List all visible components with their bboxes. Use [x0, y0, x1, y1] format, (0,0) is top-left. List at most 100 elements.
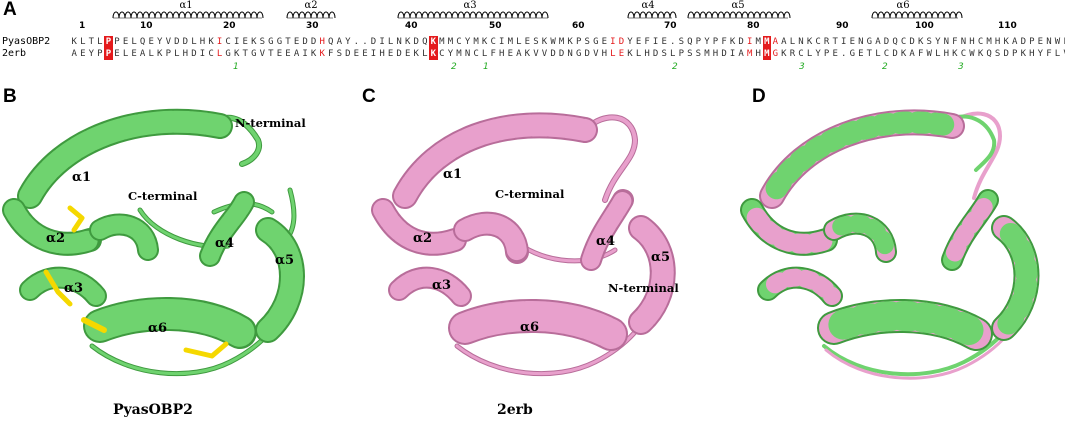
panel-a-label: A: [3, 0, 17, 20]
residue: M: [447, 37, 454, 47]
residue: K: [319, 49, 325, 59]
helix-label-b-a1: α1: [72, 170, 92, 185]
residue: N: [1046, 37, 1052, 47]
residue: I: [379, 37, 385, 47]
residue: F: [721, 37, 727, 47]
residue: E: [148, 37, 154, 47]
panel-c-label: C: [362, 86, 376, 107]
residue: P: [1029, 37, 1035, 47]
disulfide-mark: 2: [882, 62, 888, 72]
residue: E: [353, 49, 360, 59]
residue: A: [516, 49, 522, 59]
residue: H: [319, 37, 325, 47]
residue: H: [182, 49, 189, 59]
c-terminal-label-b: C-terminal: [128, 189, 198, 203]
pos-number: 40: [405, 21, 418, 31]
residue: P: [165, 49, 171, 59]
residue: .: [362, 37, 368, 47]
pos-number: 60: [572, 21, 585, 31]
residue: N: [960, 37, 967, 47]
residue: E: [1037, 37, 1044, 47]
residue: Q: [892, 37, 898, 47]
residue: H: [1029, 49, 1035, 59]
residue: D: [345, 49, 351, 59]
pos-number: 10: [140, 21, 153, 31]
residue: E: [635, 37, 642, 47]
residue: D: [558, 49, 565, 59]
n-terminal-label-c: N-terminal: [608, 281, 679, 295]
residue: K: [729, 37, 736, 47]
sequence-alignment: α1 α2 α3 α4 α5 α6 1 10 20 30 40 50 60 70…: [0, 0, 1065, 80]
residue: W: [969, 49, 975, 59]
residue: M: [762, 48, 772, 60]
residue: I: [652, 37, 659, 47]
helix-coil: [627, 11, 677, 19]
residue: D: [584, 49, 590, 59]
residue: K: [481, 37, 488, 47]
residue: T: [88, 37, 95, 47]
residue: C: [490, 37, 496, 47]
residue: P: [1012, 49, 1018, 59]
residue: L: [80, 37, 86, 47]
residue: P: [104, 48, 113, 60]
residue: F: [917, 49, 924, 59]
residue: L: [806, 49, 813, 59]
residue: E: [601, 37, 608, 47]
helix-label-c-a1: α1: [443, 167, 463, 182]
residue: S: [695, 49, 702, 59]
residue: K: [524, 49, 531, 59]
residue: T: [832, 37, 838, 47]
residue: I: [499, 37, 505, 47]
residue: H: [499, 49, 505, 59]
pos-number: 20: [223, 21, 236, 31]
residue: Y: [704, 37, 710, 47]
residue: G: [772, 49, 779, 59]
residue: D: [310, 37, 317, 47]
residue: V: [593, 49, 599, 59]
residue: S: [533, 37, 539, 47]
helix-label-a5: α5: [731, 0, 745, 11]
residue: M: [704, 49, 710, 59]
residue: L: [191, 37, 197, 47]
residue: F: [952, 37, 958, 47]
seq-name-1: PyasOBP2: [2, 36, 51, 47]
residue: M: [439, 37, 445, 47]
residue: A: [71, 49, 77, 59]
helix-label-c-a2: α2: [413, 231, 433, 246]
helix-coil: [871, 11, 963, 19]
residue: I: [746, 37, 753, 47]
residue: V: [533, 49, 539, 59]
residue: I: [370, 49, 377, 59]
residue: E: [276, 49, 283, 59]
residue: E: [849, 37, 855, 47]
residue: H: [199, 37, 206, 47]
residue: W: [1054, 37, 1061, 47]
residue: S: [926, 37, 932, 47]
helix-label-c-a3: α3: [432, 278, 452, 293]
residue: K: [404, 37, 411, 47]
residue: N: [798, 37, 804, 47]
residue: .: [353, 37, 360, 47]
residue: E: [618, 49, 625, 59]
residue: S: [259, 37, 266, 47]
residue: .: [841, 49, 847, 59]
residue: G: [849, 49, 855, 59]
residue: K: [917, 37, 924, 47]
helix-label-b-a4: α4: [215, 236, 235, 251]
disulfide-mark: 1: [233, 62, 239, 72]
residue: L: [216, 49, 223, 59]
residue: V: [259, 49, 266, 59]
residue: L: [789, 37, 796, 47]
helix-label-c-a6: α6: [520, 320, 540, 335]
residue: Y: [88, 49, 95, 59]
residue: M: [456, 49, 462, 59]
secondary-structure-track: [112, 11, 963, 19]
residue: K: [251, 37, 257, 47]
residue: F: [1062, 36, 1065, 48]
residue: E: [293, 37, 300, 47]
residue: Y: [464, 37, 471, 47]
residue: Q: [422, 37, 428, 47]
residue: W: [550, 37, 556, 47]
pos-number: 110: [998, 21, 1017, 31]
residue: Y: [157, 37, 163, 47]
